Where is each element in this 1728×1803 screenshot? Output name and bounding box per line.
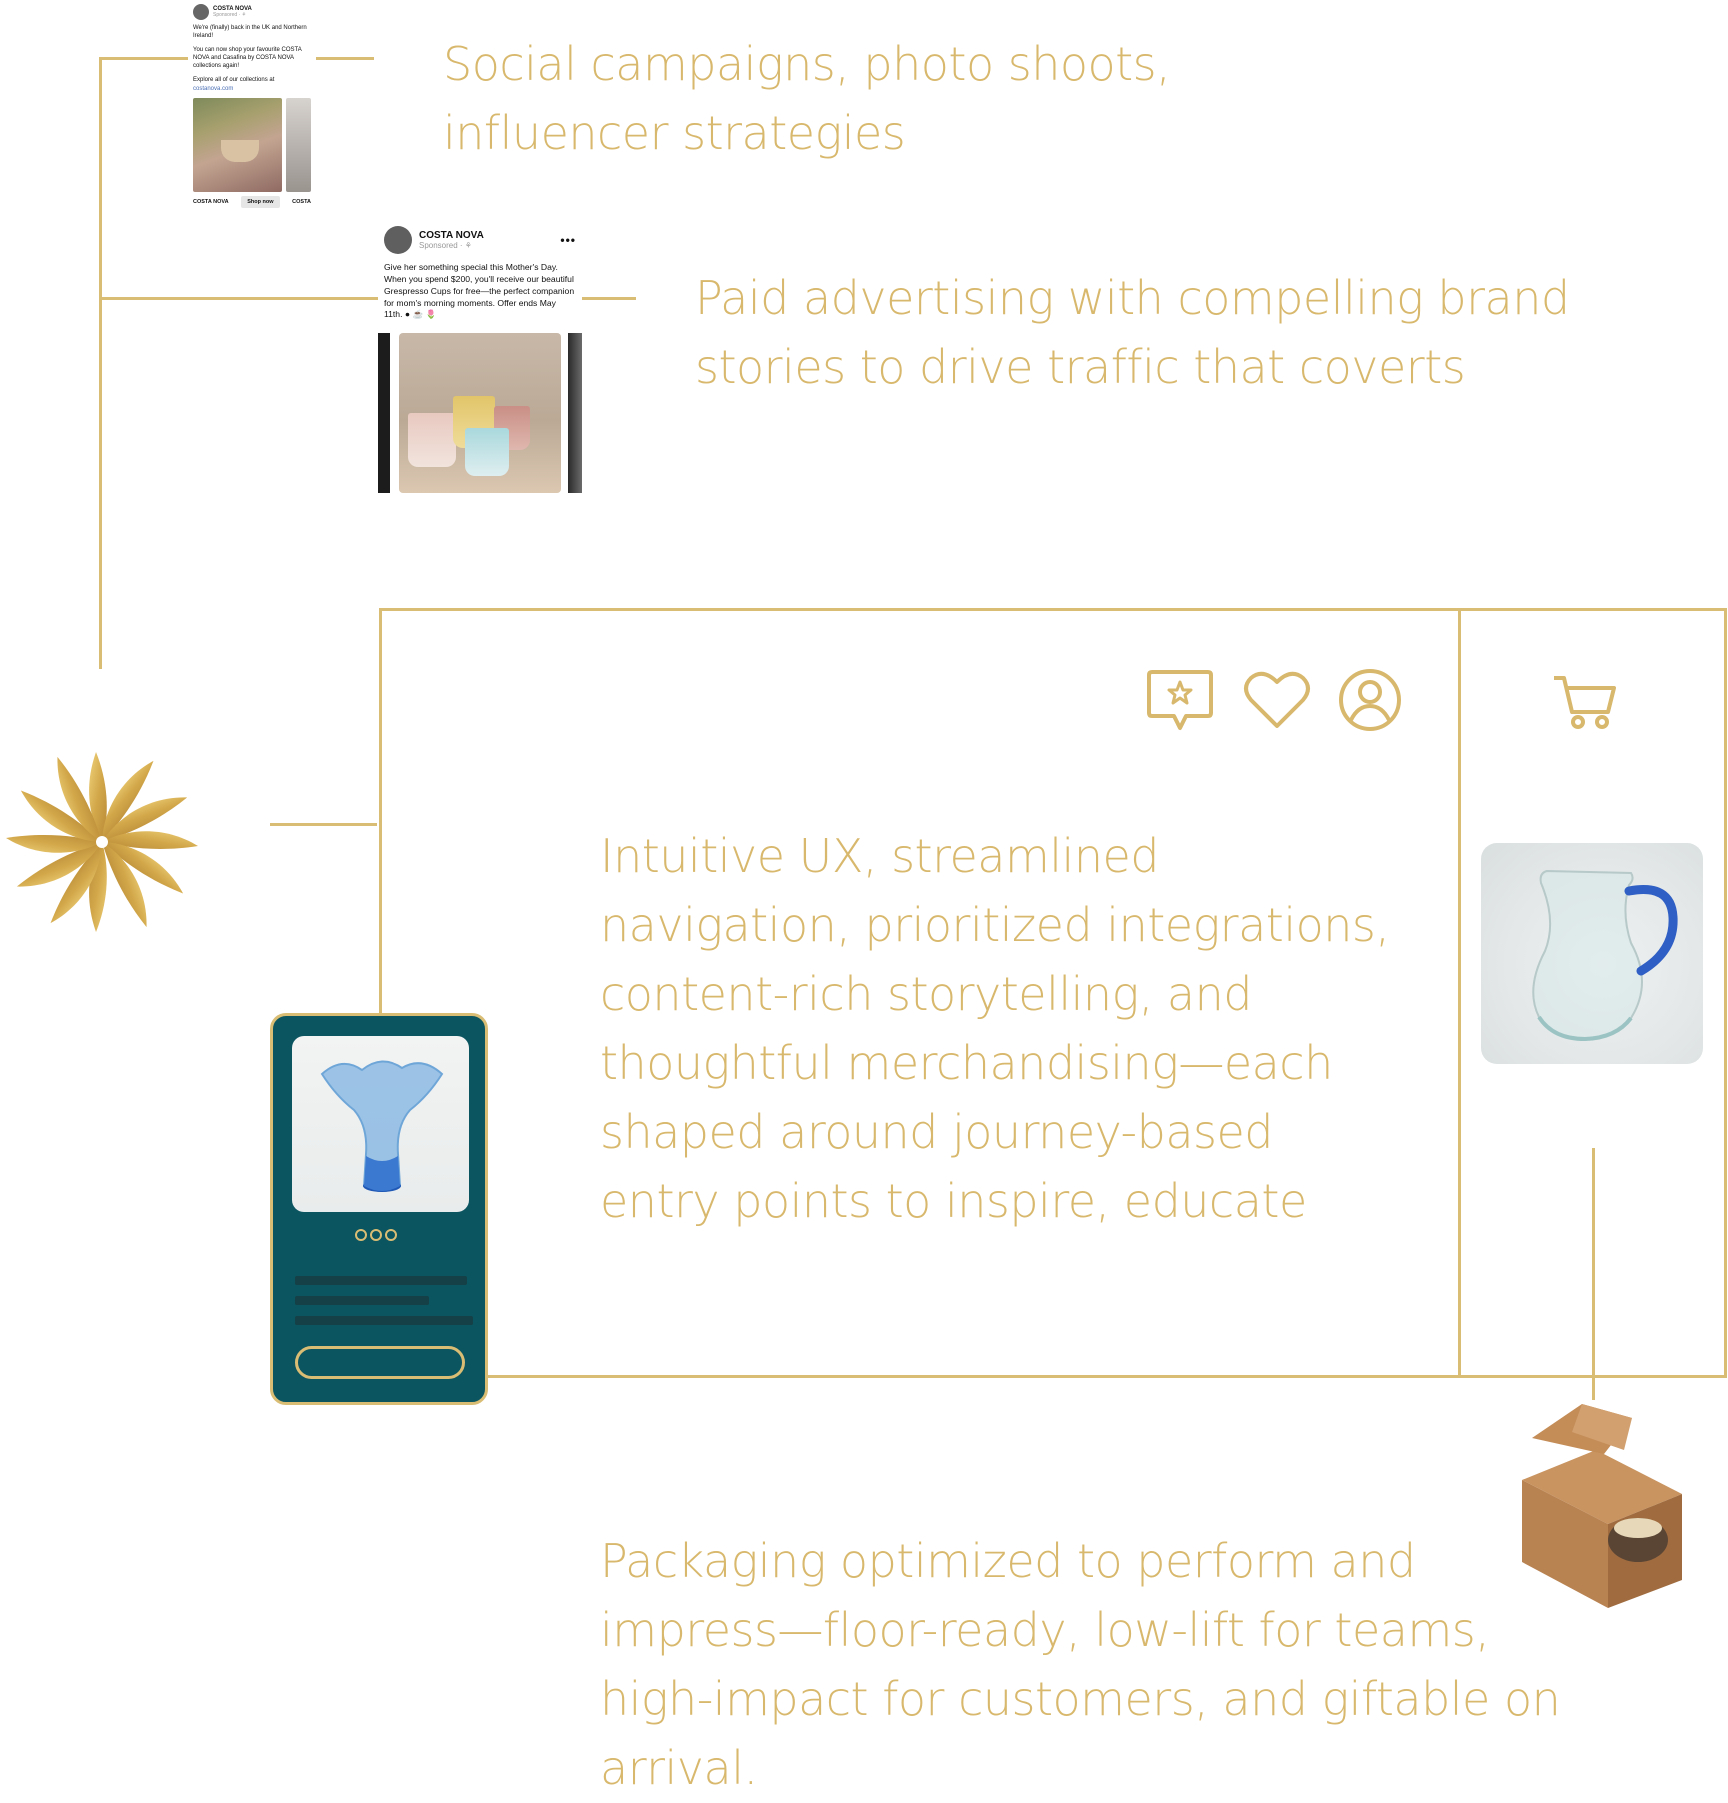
more-options-icon[interactable]: •••: [560, 233, 576, 247]
carousel-prev-image: [378, 333, 390, 494]
swatch[interactable]: [355, 1229, 367, 1241]
cart-icon[interactable]: [1552, 674, 1618, 730]
caption-line: content-rich storytelling, and: [600, 967, 1252, 1021]
ad-photo: [193, 97, 283, 192]
ad-photo-next: [286, 97, 311, 192]
heart-icon[interactable]: [1243, 670, 1311, 730]
avatar: [193, 4, 209, 20]
ad-body-prefix: Explore all of our collections at: [193, 77, 275, 84]
placeholder-price-bar: [295, 1316, 473, 1325]
add-to-cart-button[interactable]: [295, 1346, 465, 1379]
vase-product-image: [292, 1036, 469, 1212]
caption-line: Paid advertising with compelling brand: [695, 271, 1570, 325]
caption-line: entry points to inspire, educate: [600, 1174, 1307, 1228]
swatch[interactable]: [370, 1229, 382, 1241]
caption-paid: Paid advertising with compelling brand s…: [695, 264, 1570, 402]
caption-line: navigation, prioritized integrations,: [600, 898, 1390, 952]
ad-sponsored: Sponsored · ⚘: [213, 12, 247, 18]
placeholder-text-bar: [295, 1296, 429, 1305]
connector-social-left: [99, 57, 189, 60]
ad-photo-cups: [399, 333, 561, 494]
review-star-icon[interactable]: [1146, 668, 1214, 734]
connector-vertical: [99, 57, 102, 669]
caption-packaging: Packaging optimized to perform and impre…: [600, 1527, 1728, 1803]
caption-social: Social campaigns, photo shoots, influenc…: [443, 30, 1171, 168]
user-icon[interactable]: [1338, 668, 1402, 732]
product-card[interactable]: [270, 1013, 488, 1405]
frame-divider: [1458, 608, 1461, 1378]
caption-line: stories to drive traffic that coverts: [695, 340, 1466, 394]
shop-now-button[interactable]: Shop now: [241, 195, 280, 208]
caption-line: impress—floor-ready, low-lift for teams,: [600, 1603, 1490, 1657]
avatar: [384, 226, 412, 254]
color-swatches[interactable]: [355, 1229, 397, 1241]
ad-body-line: You can now shop your favourite COSTA NO…: [193, 47, 302, 70]
caption-line: influencer strategies: [443, 106, 906, 160]
ad-footer-brand: COSTA NOVA: [193, 198, 229, 205]
connector-paid-right: [582, 297, 636, 300]
caption-line: shaped around journey-based: [600, 1105, 1273, 1159]
social-ad-preview: COSTA NOVA Sponsored · ⚘ We're (finally)…: [188, 0, 316, 210]
connector-package: [1592, 1148, 1595, 1400]
ad-body: We're (finally) back in the UK and North…: [188, 22, 316, 95]
caption-line: Social campaigns, photo shoots,: [443, 37, 1171, 91]
caption-ux: Intuitive UX, streamlined navigation, pr…: [600, 822, 1390, 1236]
pitcher-product-image[interactable]: [1481, 843, 1703, 1064]
placeholder-title-bar: [295, 1276, 467, 1285]
ad-brand: COSTA NOVA: [419, 230, 484, 241]
ad-body-line: We're (finally) back in the UK and North…: [193, 25, 307, 40]
caption-line: high-impact for customers, and giftable …: [600, 1672, 1561, 1795]
ad-body: Give her something special this Mother's…: [384, 262, 575, 320]
ad-body-line: Explore all of our collections at costan…: [193, 76, 311, 92]
ad-sponsored: Sponsored · ⚘: [419, 241, 472, 250]
connector-ornament: [270, 823, 377, 826]
ad-link[interactable]: costanova.com: [193, 85, 234, 92]
carousel-next-image: [568, 333, 582, 494]
ad-footer-brand-2: COSTA: [292, 198, 311, 205]
ornament-logo: [6, 752, 198, 932]
caption-line: thoughtful merchandising—each: [600, 1036, 1333, 1090]
packaging-box-image: [1522, 1404, 1682, 1608]
paid-ad-preview: COSTA NOVA Sponsored · ⚘ ••• Give her so…: [378, 222, 582, 495]
ad-brand: COSTA NOVA: [213, 6, 252, 12]
caption-line: Intuitive UX, streamlined: [600, 829, 1159, 883]
website-frame: [379, 608, 1727, 1378]
swatch[interactable]: [385, 1229, 397, 1241]
caption-line: Packaging optimized to perform and: [600, 1534, 1416, 1588]
connector-social-right: [316, 57, 374, 60]
connector-paid-left: [99, 297, 378, 300]
